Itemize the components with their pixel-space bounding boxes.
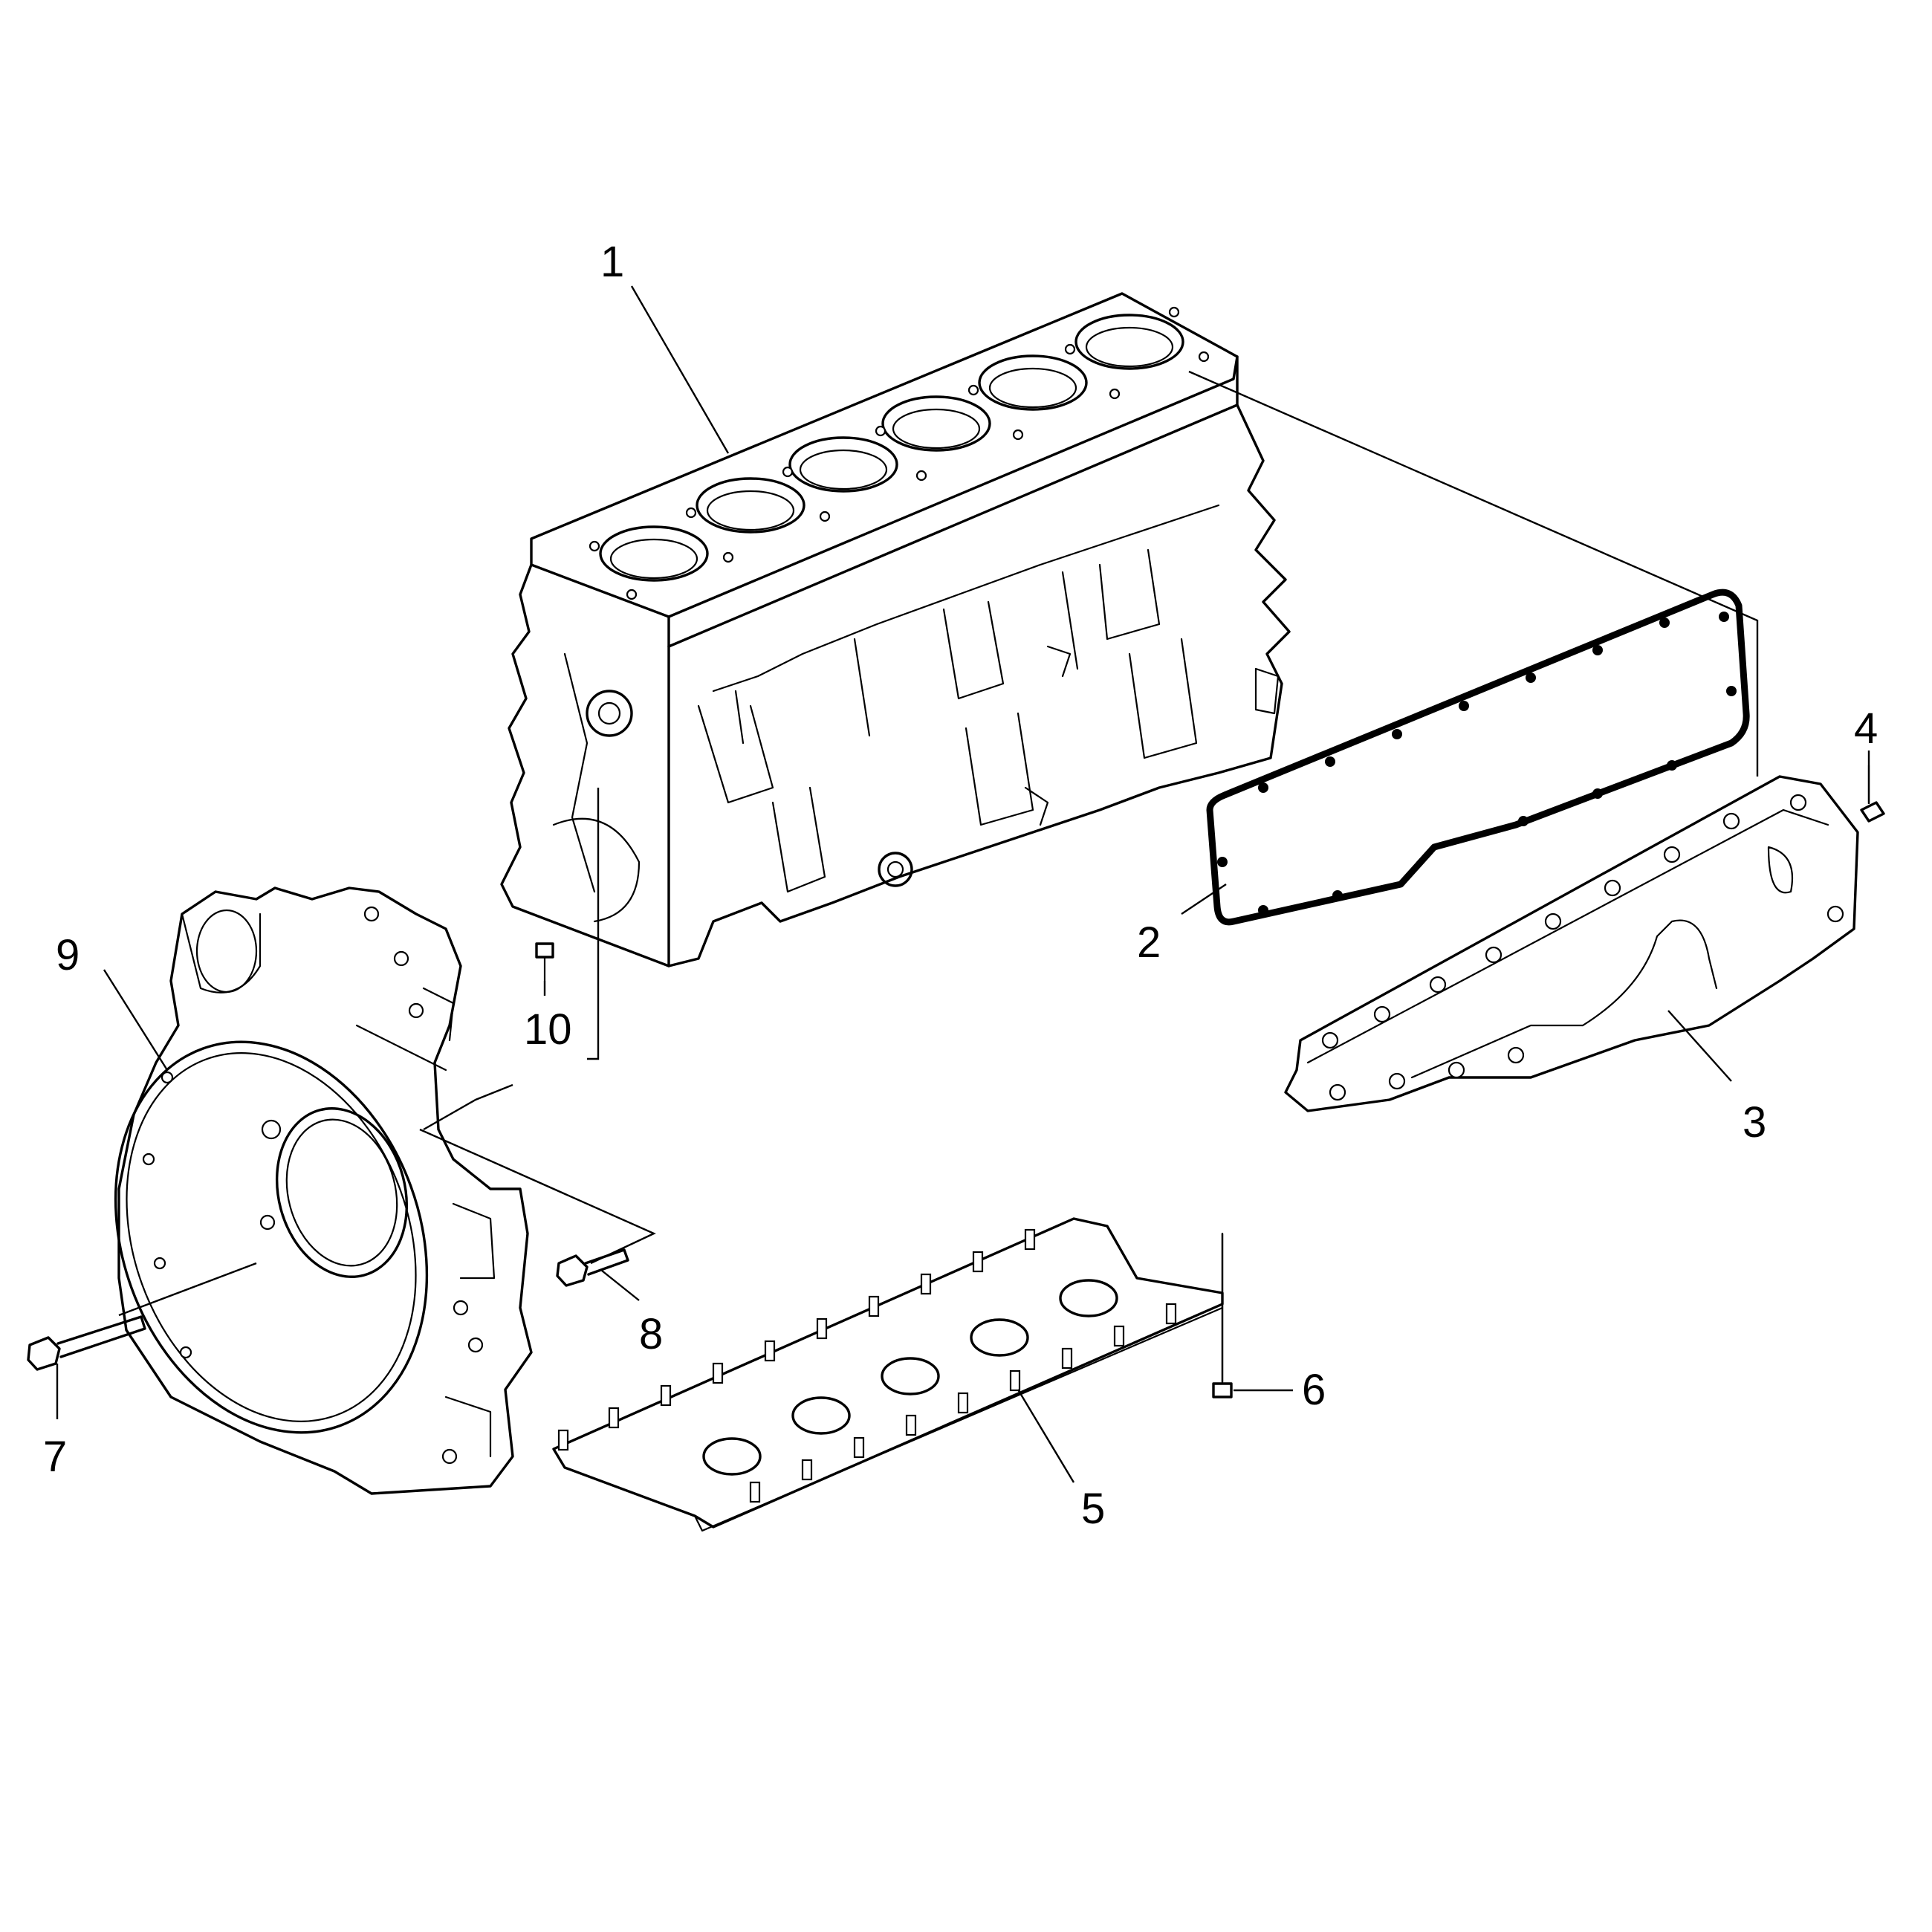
gasket-bolt-holes [1217,612,1737,915]
plate-studs [557,1228,1177,1503]
callout-labels: 1 2 3 4 5 6 7 8 9 10 [43,238,1878,1533]
oil-pan-gasket[interactable] [1206,589,1750,926]
stiffener-plate[interactable] [552,1217,1224,1532]
cylinder-block[interactable] [500,292,1291,967]
bolt-part-4[interactable] [1860,764,1885,823]
oil-pan[interactable] [1284,775,1859,1112]
callout-10: 10 [524,1005,572,1054]
callout-2: 2 [1137,918,1161,967]
callout-5: 5 [1081,1485,1105,1533]
bolt-part-8[interactable] [556,1248,629,1287]
deck-bolt-holes [589,306,1210,600]
callout-leaders [56,285,1870,1483]
flywheel-housing[interactable] [63,886,533,1495]
callout-7: 7 [43,1433,67,1481]
bolt-part-7[interactable] [27,1315,146,1371]
plate-openings [702,1279,1118,1476]
callout-9: 9 [56,931,80,979]
assembly-lines [118,370,1759,1382]
housing-bolt-holes [142,906,484,1465]
oil-pan-bolt-bosses [1321,794,1844,1101]
callout-4: 4 [1854,704,1878,753]
bolt-part-10[interactable] [535,942,554,982]
callout-6: 6 [1302,1366,1326,1414]
callout-8: 8 [639,1310,663,1358]
callout-3: 3 [1743,1098,1766,1147]
callout-1: 1 [600,238,624,286]
